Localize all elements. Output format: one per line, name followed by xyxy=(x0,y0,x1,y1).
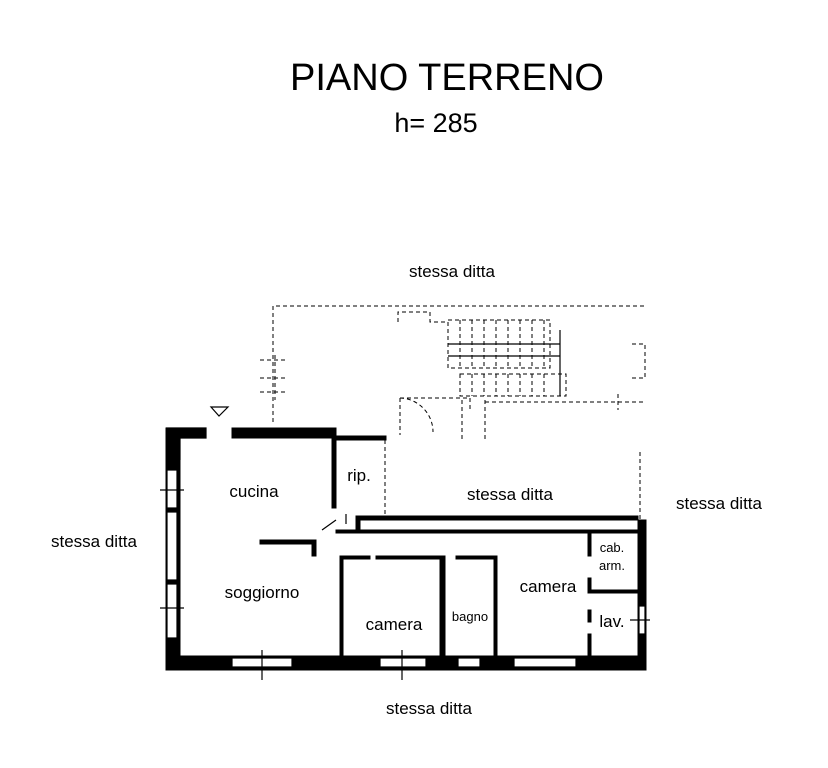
staircase xyxy=(447,319,567,397)
room-label-closet-2: arm. xyxy=(599,558,625,573)
plan-height-note: h= 285 xyxy=(394,108,477,138)
neighbor-outline xyxy=(260,305,646,521)
room-label-bedroom-1: camera xyxy=(366,615,423,634)
neighbor-label-bottom: stessa ditta xyxy=(386,699,473,718)
room-label-living: soggiorno xyxy=(225,583,300,602)
room-label-bedroom-2: camera xyxy=(520,577,577,596)
neighbor-label-right: stessa ditta xyxy=(676,494,763,513)
plan-title: PIANO TERRENO xyxy=(290,57,604,99)
room-label-laundry: lav. xyxy=(599,612,624,631)
neighbor-label-left: stessa ditta xyxy=(51,532,138,551)
room-label-closet-1: cab. xyxy=(600,540,625,555)
entrance-marker-icon xyxy=(209,406,230,417)
interior-walls xyxy=(259,514,639,661)
room-label-storage: rip. xyxy=(347,466,371,485)
neighbor-label-top: stessa ditta xyxy=(409,262,496,281)
room-label-bathroom: bagno xyxy=(452,609,488,624)
room-label-kitchen: cucina xyxy=(229,482,279,501)
outer-walls xyxy=(160,427,650,680)
neighbor-label-interior: stessa ditta xyxy=(467,485,554,504)
